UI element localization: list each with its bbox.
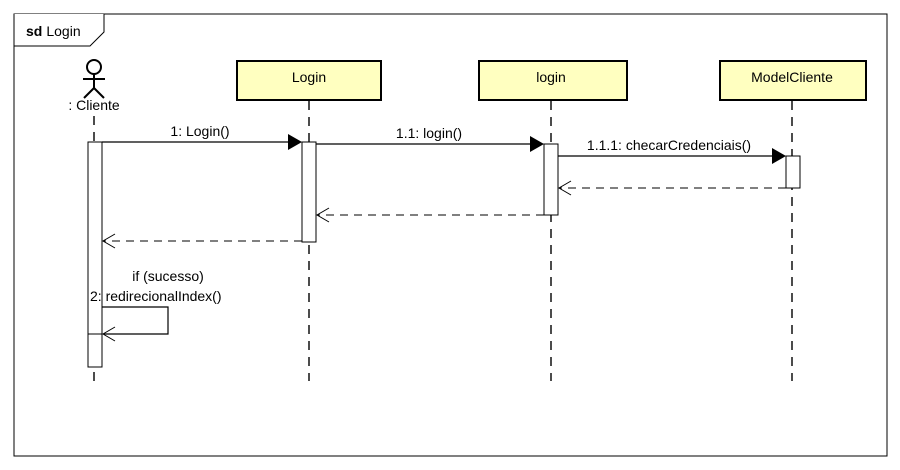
participant-login-view: Login xyxy=(236,60,382,101)
participant-box xyxy=(236,60,382,101)
return-message-model xyxy=(558,180,786,196)
participant-model: ModelCliente xyxy=(719,60,867,101)
participant-login-ctrl: login xyxy=(478,60,628,101)
activation-login-ctrl xyxy=(543,143,559,216)
arrowhead xyxy=(772,148,786,164)
activation-cliente-nested xyxy=(87,333,103,368)
arrowhead xyxy=(288,134,302,150)
message-label: 1: Login() xyxy=(170,123,229,139)
participant-label: login xyxy=(536,69,566,85)
participant-box xyxy=(719,60,867,101)
actor-left-leg xyxy=(83,87,95,99)
open-arrowhead xyxy=(102,326,116,342)
activation-model xyxy=(785,155,801,189)
actor-right-leg xyxy=(93,87,105,99)
message-label: 1.1: login() xyxy=(396,125,462,141)
open-arrowhead xyxy=(558,180,572,196)
return-message-login-view xyxy=(102,233,302,249)
activation-cliente xyxy=(87,141,103,368)
frame-keyword: sd xyxy=(26,23,42,39)
participant-label: Login xyxy=(292,69,326,85)
message-label: 2: redirecionalIndex() xyxy=(90,288,222,304)
open-arrowhead xyxy=(102,233,116,249)
open-arrowhead xyxy=(316,207,330,223)
participant-label: ModelCliente xyxy=(751,69,833,85)
arrowhead xyxy=(530,136,544,152)
frame-tab xyxy=(13,14,105,47)
message-2-self: if (sucesso) 2: redirecionalIndex() xyxy=(90,268,222,342)
message-1: 1: Login() xyxy=(102,123,302,150)
actor-label: : Cliente xyxy=(68,97,120,113)
participant-box xyxy=(478,60,628,101)
message-1-1-1: 1.1.1: checarCredenciais() xyxy=(558,137,786,164)
actor-cliente: : Cliente xyxy=(68,59,120,113)
guard-label: if (sucesso) xyxy=(132,268,204,284)
activation-login-view xyxy=(301,141,317,243)
message-1-1: 1.1: login() xyxy=(316,125,544,152)
message-label: 1.1.1: checarCredenciais() xyxy=(587,137,751,153)
frame-name: Login xyxy=(46,23,80,39)
return-message-login-ctrl xyxy=(316,207,544,223)
self-message-line xyxy=(102,306,169,335)
